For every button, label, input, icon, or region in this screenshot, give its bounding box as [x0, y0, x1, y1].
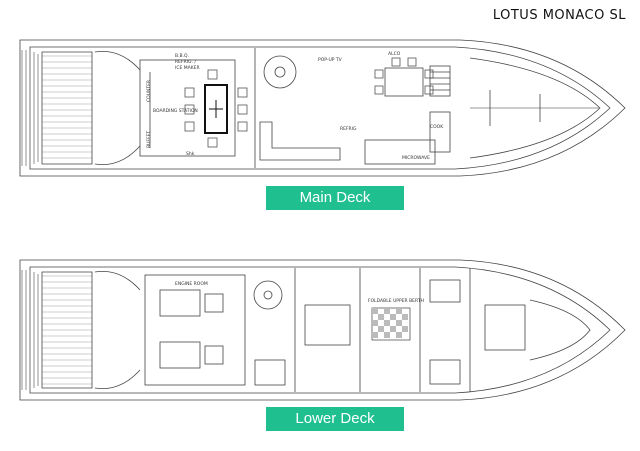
label-foldable-berth: FOLDABLE UPPER BERTH: [368, 298, 424, 304]
lower-deck-label: Lower Deck: [266, 407, 404, 431]
label-engine-room: ENGINE ROOM: [175, 281, 208, 287]
label-popup-tv: POP-UP TV: [318, 57, 343, 63]
page-title: LOTUS MONACO SL: [492, 8, 626, 23]
label-shk: Shk: [186, 151, 195, 157]
label-bbq: B.B.Q.: [175, 53, 189, 59]
label-cook: COOK: [430, 124, 444, 130]
lower-deck-drawing: ENGINE ROOM FOLDABLE UPPER BERTH: [19, 259, 626, 401]
label-ice-maker: ICE MAKER: [175, 65, 200, 71]
label-microwave: MICROWAVE: [402, 155, 430, 161]
main-deck-label: Main Deck: [266, 186, 404, 210]
label-refrig-ice: REFRIG. /: [175, 59, 196, 65]
lower-deck-plan: ENGINE ROOM FOLDABLE UPPER BERTH: [0, 250, 640, 408]
main-deck-drawing: B.B.Q. REFRIG. / ICE MAKER COUNTER BUFFE…: [19, 39, 626, 177]
main-deck-plan: B.B.Q. REFRIG. / ICE MAKER COUNTER BUFFE…: [0, 30, 640, 185]
label-refrig: REFRIG: [340, 126, 357, 132]
label-counter: COUNTER: [146, 80, 152, 102]
label-boarding-station: BOARDING STATION: [153, 108, 198, 114]
label-alco: ALCO: [388, 51, 401, 57]
label-buffet: BUFFET: [146, 131, 152, 148]
